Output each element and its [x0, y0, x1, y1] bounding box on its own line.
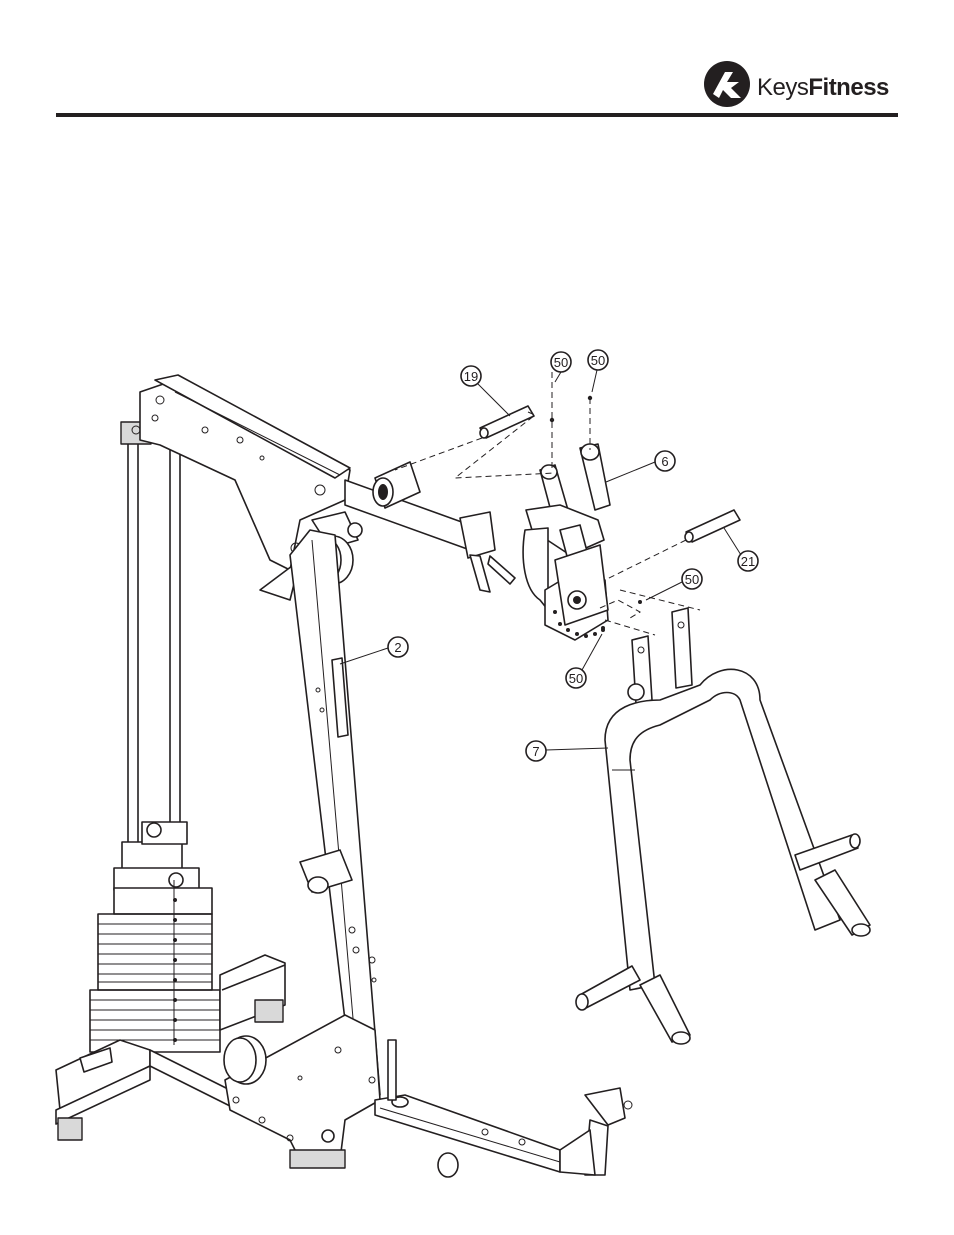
- callout-50-right-label: 50: [685, 572, 699, 587]
- pin-19: [480, 406, 534, 438]
- callout-21-label: 21: [741, 554, 755, 569]
- callout-2: 2: [340, 637, 408, 664]
- callout-50-right: 50: [646, 569, 702, 600]
- upright-column: [290, 530, 380, 1105]
- callout-6-label: 6: [661, 454, 668, 469]
- callout-50-top-left: 50: [551, 352, 571, 382]
- pin-21: [685, 510, 740, 542]
- callout-50-bottom-label: 50: [569, 671, 583, 686]
- callout-7-label: 7: [532, 744, 539, 759]
- lower-plate: [224, 1015, 380, 1168]
- callout-50-top-right-label: 50: [591, 353, 605, 368]
- weight-stack: [90, 822, 220, 1052]
- leg-frame-7: [576, 608, 870, 1044]
- callout-6: 6: [606, 451, 675, 482]
- callout-19-label: 19: [464, 369, 478, 384]
- bracket-6: [523, 444, 610, 640]
- callout-19: 19: [461, 366, 510, 416]
- bottom-rail: [375, 1040, 632, 1177]
- callout-21: 21: [724, 528, 758, 571]
- callout-2-label: 2: [394, 640, 401, 655]
- callout-50-top-left-label: 50: [554, 355, 568, 370]
- callout-50-top-right: 50: [588, 350, 608, 392]
- guide-rods: [121, 422, 180, 845]
- callout-50-bottom: 50: [566, 634, 602, 688]
- callout-7: 7: [526, 741, 608, 761]
